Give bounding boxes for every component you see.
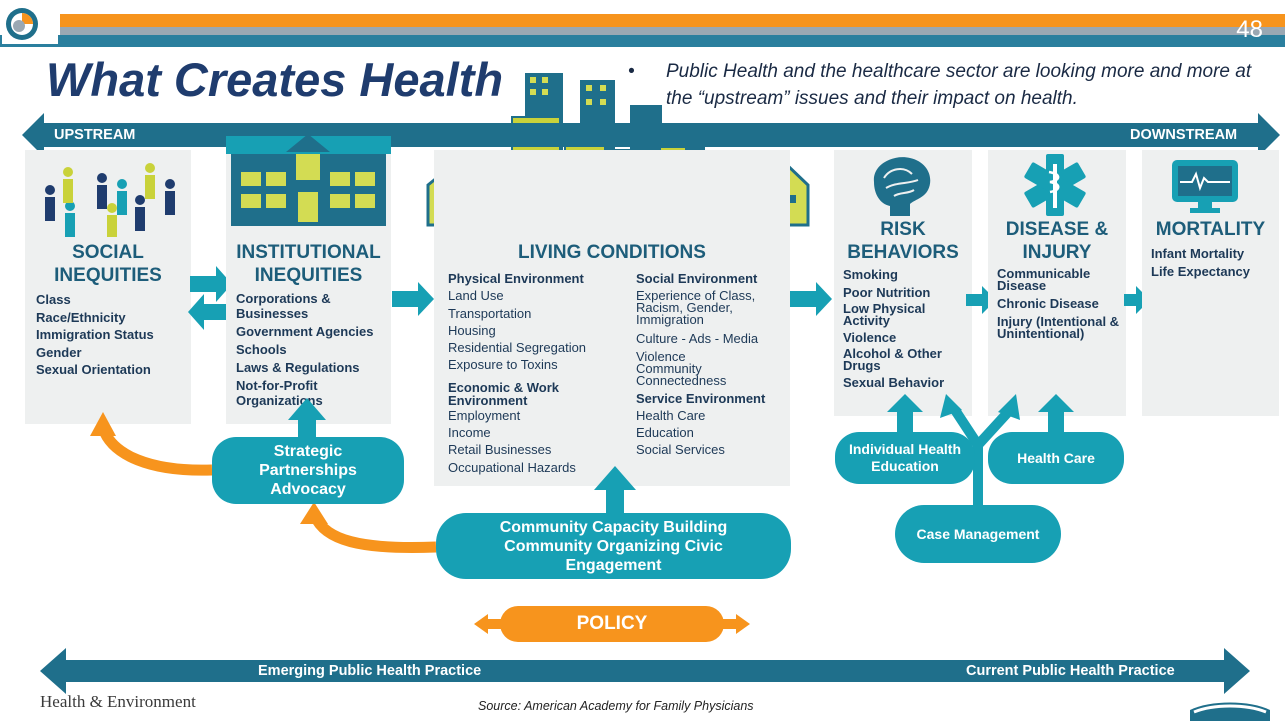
list-item: Land Use (448, 288, 504, 304)
list-item: Government Agencies (236, 324, 374, 339)
list-item: Violence (843, 330, 897, 345)
bidirectional-arrows (188, 266, 232, 330)
community-capacity-pill: Community Capacity Building Community Or… (436, 513, 791, 579)
list-item: Race/Ethnicity (36, 309, 126, 325)
social-environment-heading: Social Environment (636, 271, 758, 286)
risk-behaviors-list: Smoking Poor Nutrition Low Physical Acti… (843, 267, 968, 390)
list-item: Community Connectedness (636, 360, 727, 388)
list-item: Social Services (636, 442, 725, 458)
social-environment-list: Social Environment Experience of Class, … (636, 270, 786, 459)
list-item: Employment (448, 407, 521, 423)
arrow-right-icon (392, 282, 434, 316)
list-item: Violence (636, 348, 686, 364)
emerging-practice-label: Emerging Public Health Practice (258, 663, 482, 679)
list-item: Occupational Hazards (448, 459, 576, 475)
service-environment-heading: Service Environment (636, 390, 766, 406)
list-item: Gender (36, 344, 82, 360)
org-footer-text: Health & Environment (40, 692, 196, 711)
list-item: Corporations & Businesses (236, 291, 331, 321)
people-icon (45, 163, 175, 237)
list-item: Culture - Ads - Media (636, 331, 759, 347)
physical-environment-list: Physical Environment Land Use Transporta… (448, 270, 628, 476)
list-item: Housing (448, 322, 496, 338)
physical-environment-heading: Physical Environment (448, 271, 584, 286)
arrow-right-icon (790, 282, 832, 316)
risk-behaviors-heading: RISK BEHAVIORS (847, 219, 959, 263)
list-item: Health Care (636, 407, 706, 423)
bullet-marker: • (628, 61, 635, 82)
institutional-inequities-list: Corporations & Businesses Government Age… (236, 291, 386, 408)
list-item: Infant Mortality (1151, 246, 1245, 261)
economic-environment-heading: Economic & Work Environment (448, 379, 560, 408)
case-management-pill: Case Management (895, 505, 1061, 563)
disease-injury-heading: DISEASE & INJURY (1005, 219, 1109, 263)
living-conditions-heading: LIVING CONDITIONS (518, 242, 706, 263)
list-item: Sexual Behavior (843, 375, 945, 390)
slide-title: What Creates Health (46, 53, 504, 106)
policy-arrow (474, 606, 750, 642)
current-practice-label: Current Public Health Practice (966, 663, 1175, 679)
social-inequities-heading: SOCIAL INEQUITIES (54, 242, 162, 286)
strategic-partnerships-pill: Strategic Partnerships Advocacy (212, 437, 404, 504)
logo-icon (2, 2, 58, 44)
list-item: Sexual Orientation (36, 362, 151, 377)
list-item: Communicable Disease (997, 266, 1091, 293)
list-item: Immigration Status (36, 327, 154, 342)
list-item: Chronic Disease (997, 296, 1099, 311)
bullet-point: • Public Health and the healthcare secto… (628, 58, 1268, 112)
header-teal-bar (0, 35, 1285, 47)
heart-monitor-icon (1172, 160, 1238, 213)
bullet-text: Public Health and the healthcare sector … (666, 61, 1252, 109)
policy-label: POLICY (576, 613, 648, 634)
brain-icon (873, 157, 931, 216)
list-item: Laws & Regulations (236, 360, 360, 375)
institutional-inequities-heading: INSTITUTIONAL INEQUITIES (236, 242, 381, 286)
list-item: Injury (Intentional & Unintentional) (997, 314, 1120, 341)
social-inequities-list: Class Race/Ethnicity Immigration Status … (36, 291, 186, 379)
slide-number: 48 (1236, 16, 1263, 43)
org-logo-icon (1190, 702, 1270, 721)
list-item: Exposure to Toxins (448, 357, 558, 373)
list-item: Poor Nutrition (843, 285, 931, 300)
list-item: Class (36, 292, 71, 307)
individual-health-education-pill: Individual Health Education (835, 432, 975, 484)
header-orange-bar (60, 14, 1285, 27)
list-item: Alcohol & Other Drugs (843, 346, 942, 373)
arrow-right-icon (1124, 286, 1150, 314)
mortality-list: Infant Mortality Life Expectancy (1151, 245, 1276, 280)
list-item: Smoking (843, 267, 898, 282)
list-item: Not-for-Profit Organizations (236, 378, 323, 408)
list-item: Low Physical Activity (843, 301, 926, 328)
health-care-pill: Health Care (988, 432, 1124, 484)
living-conditions-panel (434, 150, 790, 486)
list-item: Income (448, 425, 491, 441)
medical-star-icon (1024, 154, 1086, 216)
mortality-heading: MORTALITY (1155, 219, 1266, 240)
upstream-label: UPSTREAM (54, 127, 136, 143)
building-icon (226, 134, 391, 226)
list-item: Life Expectancy (1151, 263, 1250, 279)
list-item: Residential Segregation (448, 340, 587, 356)
list-item: Education (636, 425, 694, 441)
list-item: Schools (236, 342, 287, 357)
header-grey-bar (60, 27, 1285, 35)
list-item: Transportation (448, 305, 532, 321)
list-item: Retail Businesses (448, 442, 552, 458)
practice-arrow (40, 648, 1250, 694)
social-inequities-panel (25, 150, 191, 424)
downstream-label: DOWNSTREAM (1130, 127, 1238, 143)
source-citation: Source: American Academy for Family Phys… (478, 699, 754, 713)
skyline-base (420, 194, 810, 234)
disease-injury-list: Communicable Disease Chronic Disease Inj… (997, 266, 1122, 341)
list-item: Experience of Class, Racism, Gender, Imm… (636, 288, 756, 328)
